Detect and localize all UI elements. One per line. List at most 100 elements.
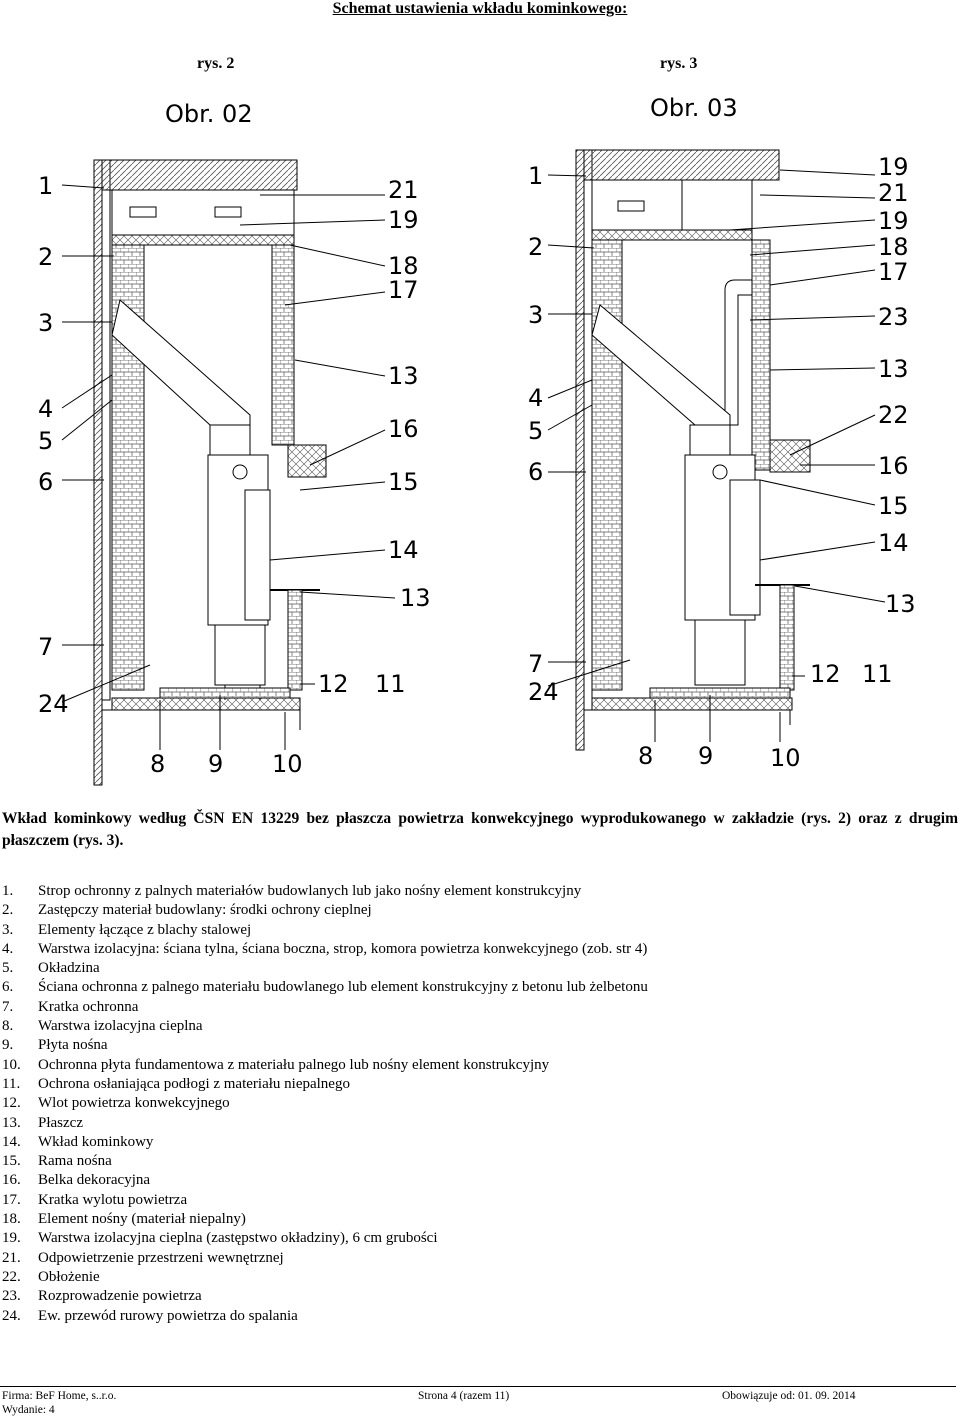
footer-edition: Wydanie: 4 bbox=[2, 1404, 55, 1416]
fireplace-diagram-right: Obr. 03 1 2 3 4 5 6 7 24 19 21 19 18 1 bbox=[528, 94, 916, 772]
callout-left-6: 6 bbox=[38, 468, 53, 496]
fireplace-diagram-left: Obr. 02 1 2 3 4 5 6 7 24 21 bbox=[38, 100, 431, 786]
legend-item-text: Ew. przewód rurowy powietrza do spalania bbox=[38, 1307, 298, 1324]
legend-item: 8.Warstwa izolacyjna cieplna bbox=[2, 1017, 952, 1036]
legend-item-number: 23. bbox=[2, 1288, 21, 1305]
legend-item: 4. Warstwa izolacyjna: ściana tylna, ścia… bbox=[2, 940, 952, 959]
callout-left-3: 3 bbox=[38, 309, 53, 337]
callout-right-17: 17 bbox=[878, 258, 909, 286]
callout-right-19b: 19 bbox=[878, 207, 909, 235]
footer-valid-from: Obowiązuje od: 01. 09. 2014 bbox=[722, 1390, 856, 1402]
legend-item-text: Ściana ochronna z palnego materiału budo… bbox=[38, 979, 648, 996]
callout-right-18: 18 bbox=[878, 233, 909, 261]
legend-item-number: 14. bbox=[2, 1133, 21, 1150]
callout-right-13b: 13 bbox=[400, 584, 431, 612]
callout-left-7: 7 bbox=[528, 650, 543, 678]
callout-left-1: 1 bbox=[38, 172, 53, 200]
legend-item-number: 22. bbox=[2, 1268, 21, 1285]
legend-item: 6.Ściana ochronna z palnego materiału bu… bbox=[2, 978, 952, 997]
page-title: Schemat ustawienia wkładu kominkowego: bbox=[332, 0, 628, 17]
description-paragraph: Wkład kominkowy według ČSN EN 13229 bez … bbox=[2, 810, 958, 849]
figure-caption-left: rys. 2 bbox=[197, 55, 235, 72]
callout-left-5: 5 bbox=[528, 417, 543, 445]
legend-item: 21. Odpowietrzenie przestrzeni wewnętrzne… bbox=[2, 1249, 952, 1268]
legend-item-text: Kratka wylotu powietrza bbox=[38, 1191, 188, 1208]
legend-item-number: 18. bbox=[2, 1211, 21, 1228]
legend-item-number: 21. bbox=[2, 1249, 21, 1266]
callout-right-16: 16 bbox=[388, 415, 419, 443]
callout-bottom-9: 9 bbox=[208, 750, 223, 778]
callout-bottom-10: 10 bbox=[770, 744, 801, 772]
callout-bottom-11: 11 bbox=[375, 670, 406, 698]
legend-item-number: 17. bbox=[2, 1191, 21, 1208]
callout-right-19: 19 bbox=[388, 206, 419, 234]
drawing-label: Obr. 03 bbox=[650, 94, 738, 122]
callout-right-21: 21 bbox=[878, 179, 909, 207]
legend-item-text: Warstwa izolacyjna cieplna (zastępstwo o… bbox=[38, 1230, 438, 1247]
callout-right-16: 16 bbox=[878, 452, 909, 480]
legend-item-text: Obłożenie bbox=[38, 1268, 100, 1285]
legend-item-text: Odpowietrzenie przestrzeni wewnętrznej bbox=[38, 1249, 284, 1266]
legend-item-number: 9. bbox=[2, 1037, 14, 1054]
callout-right-17: 17 bbox=[388, 276, 419, 304]
legend-item-text: Ochrona osłaniająca podłogi z materiału … bbox=[38, 1075, 350, 1092]
legend-item-number: 19. bbox=[2, 1230, 21, 1247]
legend-item: 13.Płaszcz bbox=[2, 1114, 952, 1133]
legend-item: 7. Kratka ochronna bbox=[2, 998, 952, 1017]
legend-item-text: Rama nośna bbox=[38, 1153, 112, 1170]
legend-item-number: 3. bbox=[2, 921, 14, 938]
callout-bottom-12: 12 bbox=[318, 670, 349, 698]
legend-item-number: 15. bbox=[2, 1153, 21, 1170]
legend-item-number: 4. bbox=[2, 940, 14, 957]
legend-item-text: Zastępczy materiał budowlany: środki och… bbox=[38, 902, 372, 919]
legend-item: 11.Ochrona osłaniająca podłogi z materia… bbox=[2, 1075, 952, 1094]
callout-right-18: 18 bbox=[388, 252, 419, 280]
callout-bottom-11: 11 bbox=[862, 660, 893, 688]
callout-bottom-8: 8 bbox=[150, 750, 165, 778]
legend-item-text: Strop ochronny z palnych materiałów budo… bbox=[38, 883, 582, 899]
legend-item: 3. Elementy łączące z blachy stalowej bbox=[2, 921, 952, 940]
callout-right-14: 14 bbox=[878, 529, 909, 557]
legend-item-text: Płyta nośna bbox=[38, 1037, 108, 1054]
figure-caption-right: rys. 3 bbox=[660, 55, 698, 72]
legend-item-text: Belka dekoracyjna bbox=[38, 1172, 151, 1189]
callout-left-6: 6 bbox=[528, 458, 543, 486]
callout-right-15: 15 bbox=[878, 492, 909, 520]
legend-item: 15. Rama nośna bbox=[2, 1152, 952, 1171]
legend-item: 5. Okładzina bbox=[2, 959, 952, 978]
legend-item-number: 7. bbox=[2, 998, 14, 1015]
footer-company: Firma: BeF Home, s..r.o. bbox=[2, 1390, 117, 1402]
legend-item-number: 12. bbox=[2, 1095, 21, 1112]
legend-item-text: Okładzina bbox=[38, 960, 100, 977]
callout-bottom-10: 10 bbox=[272, 750, 303, 778]
legend-item: 14.Wkład kominkowy bbox=[2, 1133, 952, 1152]
legend-item-text: Element nośny (materiał niepalny) bbox=[38, 1211, 246, 1228]
legend-item-number: 8. bbox=[2, 1018, 14, 1035]
callout-right-13a: 13 bbox=[878, 355, 909, 383]
legend-item-number: 5. bbox=[2, 960, 14, 977]
callout-left-24: 24 bbox=[528, 678, 559, 706]
legend-item: 22. Obłożenie bbox=[2, 1268, 952, 1287]
callout-left-2: 2 bbox=[38, 243, 53, 271]
legend-item-text: Warstwa izolacyjna: ściana tylna, ściana… bbox=[38, 940, 648, 957]
legend-item-text: Elementy łączące z blachy stalowej bbox=[38, 921, 252, 938]
footer-page-number: Strona 4 (razem 11) bbox=[418, 1390, 510, 1402]
legend-item: 12.Wlot powietrza konwekcyjnego bbox=[2, 1094, 952, 1113]
legend-item-text: Kratka ochronna bbox=[38, 998, 139, 1015]
legend-item: 24. Ew. przewód rurowy powietrza do spala… bbox=[2, 1307, 952, 1326]
drawing-label: Obr. 02 bbox=[165, 100, 253, 128]
callout-left-3: 3 bbox=[528, 301, 543, 329]
callout-bottom-12: 12 bbox=[810, 660, 841, 688]
callout-left-4: 4 bbox=[528, 384, 543, 412]
callout-left-1: 1 bbox=[528, 162, 543, 190]
legend-item: 23. Rozprowadzenie powietrza bbox=[2, 1287, 952, 1306]
callout-bottom-9: 9 bbox=[698, 742, 713, 770]
legend-item-number: 24. bbox=[2, 1307, 21, 1324]
callout-right-15: 15 bbox=[388, 468, 419, 496]
legend-item-text: Rozprowadzenie powietrza bbox=[38, 1288, 202, 1305]
callout-right-23: 23 bbox=[878, 303, 909, 331]
legend-item: 2.Zastępczy materiał budowlany: środki o… bbox=[2, 901, 952, 920]
callout-bottom-8: 8 bbox=[638, 742, 653, 770]
callout-left-5: 5 bbox=[38, 427, 53, 455]
callout-left-7: 7 bbox=[38, 633, 53, 661]
